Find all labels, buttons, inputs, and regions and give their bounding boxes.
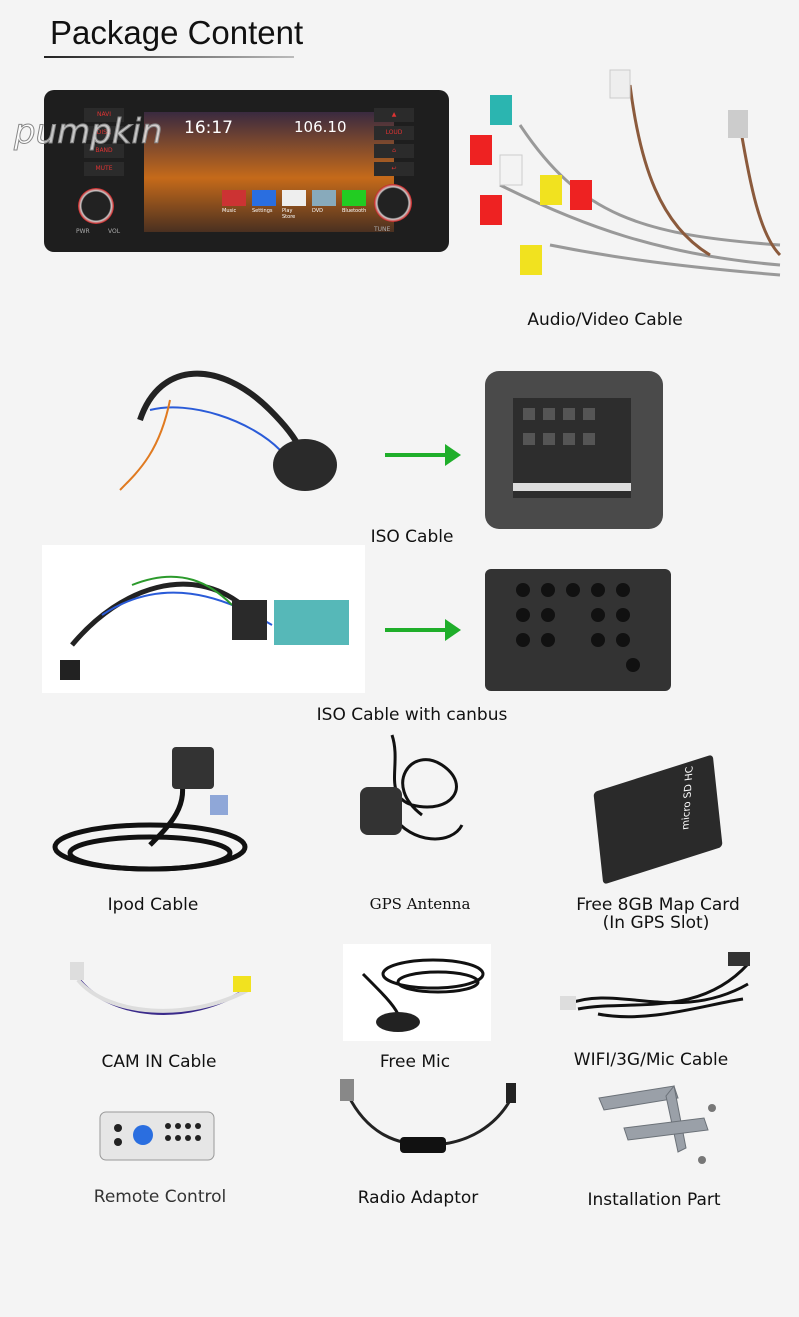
page-title: Package Content	[50, 14, 304, 51]
tune-knob	[374, 184, 412, 222]
arrow-right-icon	[385, 619, 461, 641]
ipod-cable-image	[52, 747, 248, 872]
label-map-card-line2: (In GPS Slot)	[602, 913, 710, 933]
app-play-store: Play Store	[282, 190, 306, 220]
canbus-connector-image	[485, 569, 671, 691]
label-remote-control: Remote Control	[93, 1187, 227, 1207]
iso-connector-image	[485, 371, 663, 529]
radio-frequency: 106.10	[294, 118, 347, 136]
micro-sd-card-image: micro SD HC	[593, 754, 723, 885]
label-installation-part: Installation Part	[587, 1190, 721, 1210]
clock: 16:17	[184, 118, 233, 138]
label-ipod-cable: Ipod Cable	[107, 895, 199, 915]
button-eject: ▲	[374, 108, 414, 122]
label-wifi-cable: WIFI/3G/Mic Cable	[573, 1050, 729, 1070]
app-dvd: DVD	[312, 190, 336, 220]
iso-canbus-image	[42, 545, 365, 693]
app-music: Music	[222, 190, 246, 220]
pwr-label: PWR	[76, 228, 90, 235]
cam-in-cable-image	[70, 962, 251, 1015]
vol-label: VOL	[108, 228, 121, 235]
label-gps-antenna: GPS Antenna	[369, 895, 471, 913]
av-cable-image	[470, 69, 782, 277]
arrow-right-icon	[385, 444, 461, 466]
button-band: BAND	[84, 144, 124, 158]
app-bluetooth: Bluetooth	[342, 190, 366, 220]
head-unit-image: NAVI DISC BAND MUTE PWR VOL 16:17 106.10…	[44, 90, 449, 252]
free-mic-image	[343, 944, 491, 1041]
volume-knob	[78, 188, 114, 224]
label-iso-cable: ISO Cable	[370, 527, 454, 547]
label-cam-in: CAM IN Cable	[101, 1052, 217, 1072]
tune-label: TUNE	[374, 226, 391, 233]
title-underline	[44, 56, 294, 58]
label-radio-adaptor: Radio Adaptor	[357, 1188, 479, 1208]
label-av-cable: Audio/Video Cable	[527, 310, 683, 330]
sd-card-text: micro SD HC	[680, 765, 696, 831]
button-home: ⌂	[374, 144, 414, 158]
button-back: ↩	[374, 162, 414, 176]
radio-adaptor-image	[340, 1079, 516, 1153]
screen: 16:17 106.10 Music Settings Play Store D…	[144, 112, 394, 232]
remote-control-image	[99, 1111, 215, 1161]
button-loud: LOUD	[374, 126, 414, 140]
label-free-mic: Free Mic	[379, 1052, 451, 1072]
iso-cable-image	[119, 370, 337, 491]
gps-antenna-image	[360, 734, 464, 841]
pumpkin-logo: pumpkin	[14, 112, 164, 153]
app-settings: Settings	[252, 190, 276, 220]
wifi-3g-mic-cable-image	[560, 952, 750, 1019]
button-disc: DISC	[84, 126, 124, 140]
button-navi: NAVI	[84, 108, 124, 122]
installation-part-image	[598, 1084, 716, 1164]
label-iso-canbus: ISO Cable with canbus	[316, 705, 508, 725]
button-mute: MUTE	[84, 162, 124, 176]
label-map-card-line1: Free 8GB Map Card	[576, 895, 740, 915]
